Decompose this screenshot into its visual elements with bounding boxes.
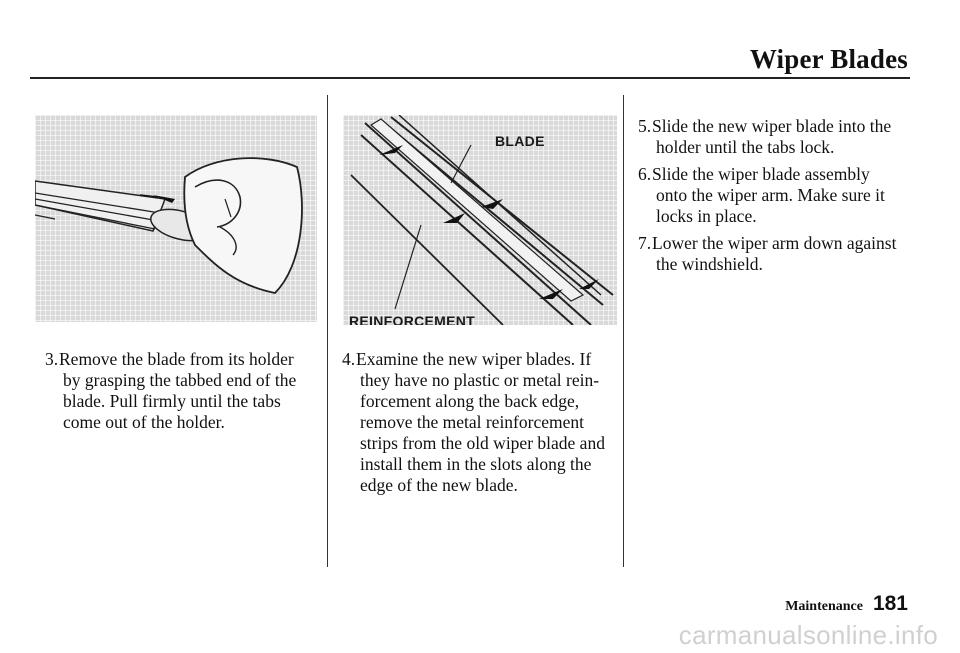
page-number: 181 — [872, 592, 908, 615]
step-line: locks in place. — [656, 206, 757, 226]
step-line: Slide the wiper blade assembly — [652, 164, 870, 184]
blade-removal-figure — [35, 115, 317, 322]
section-name: Maintenance — [785, 599, 863, 614]
step-line: Lower the wiper arm down against — [652, 233, 897, 253]
hand-removing-blade-illustration — [35, 157, 303, 294]
step-4: 4. Examine the new wiper blades. If they… — [342, 349, 605, 496]
step-line: they have no plastic or metal rein- — [360, 370, 600, 390]
step-line: the windshield. — [656, 254, 763, 274]
title-rule — [30, 77, 910, 79]
step-line: strips from the old wiper blade and — [360, 433, 605, 453]
step-line: Slide the new wiper blade into the — [652, 116, 892, 136]
step-5: 5. Slide the new wiper blade into the ho… — [638, 116, 891, 158]
step-line: install them in the slots along the — [360, 454, 592, 474]
step-3: 3. Remove the blade from its holder by g… — [45, 349, 296, 433]
step-6: 6. Slide the wiper blade assembly onto t… — [638, 164, 885, 227]
step-line: blade. Pull firmly until the tabs — [63, 391, 281, 411]
step-line: by grasping the tabbed end of the — [63, 370, 297, 390]
page-title: Wiper Blades — [749, 44, 908, 74]
step-number: 5. — [638, 116, 652, 136]
column-divider-2 — [623, 95, 624, 567]
wiper-blade-illustration — [350, 115, 614, 325]
step-number: 7. — [638, 233, 652, 253]
step-number: 3. — [45, 349, 59, 369]
step-line: forcement along the back edge, — [360, 391, 580, 411]
step-line: remove the metal reinforcement — [360, 412, 584, 432]
step-line: Examine the new wiper blades. If — [356, 349, 592, 369]
page-footer: Maintenance 181 — [785, 592, 908, 616]
step-line: come out of the holder. — [63, 412, 225, 432]
step-number: 4. — [342, 349, 356, 369]
step-line: holder until the tabs lock. — [656, 137, 835, 157]
blade-reinforcement-figure: BLADE REINFORCEMENT — [343, 115, 617, 325]
step-line: onto the wiper arm. Make sure it — [656, 185, 885, 205]
column-divider-1 — [327, 95, 328, 567]
step-line: edge of the new blade. — [360, 475, 518, 495]
blade-label: BLADE — [495, 133, 545, 149]
watermark: carmanualsonline.info — [678, 620, 938, 650]
reinforcement-label: REINFORCEMENT — [349, 313, 476, 325]
step-number: 6. — [638, 164, 652, 184]
step-line: Remove the blade from its holder — [59, 349, 294, 369]
step-7: 7. Lower the wiper arm down against the … — [638, 233, 896, 275]
